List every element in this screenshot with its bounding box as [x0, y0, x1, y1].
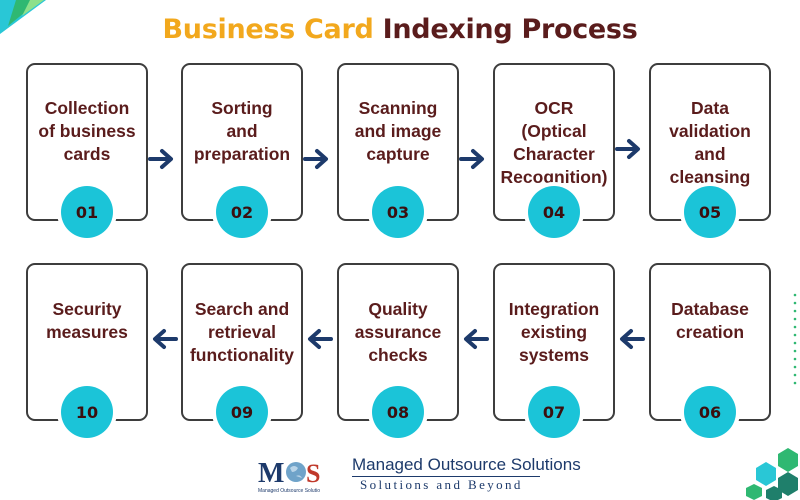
dots-decoration	[790, 290, 800, 410]
step-card-09: Search and retrieval functionality 09	[181, 263, 303, 421]
step-card-10: Security measures 10	[26, 263, 148, 421]
footer-brand: M S Managed Outsource Solutions Managed …	[256, 452, 556, 494]
arrow-right-icon	[303, 147, 333, 171]
step-label: Sorting and preparation	[183, 97, 301, 166]
step-number-badge: 01	[61, 186, 113, 238]
step-number-badge: 09	[216, 386, 268, 438]
arrow-left-icon	[148, 327, 178, 351]
arrow-right-icon	[459, 147, 489, 171]
step-label: Data validation and cleansing	[651, 97, 769, 189]
step-number-badge: 08	[372, 386, 424, 438]
title-part-1: Business Card	[163, 14, 374, 45]
step-card-05: Data validation and cleansing 05	[649, 63, 771, 221]
step-label: Integration existing systems	[495, 298, 613, 367]
step-number-badge: 05	[684, 186, 736, 238]
arrow-left-icon	[615, 327, 645, 351]
step-label: Quality assurance checks	[339, 298, 457, 367]
step-card-06: Database creation 06	[649, 263, 771, 421]
step-label: Scanning and image capture	[339, 97, 457, 166]
step-card-03: Scanning and image capture 03	[337, 63, 459, 221]
step-card-01: Collection of business cards 01	[26, 63, 148, 221]
step-number-badge: 07	[528, 386, 580, 438]
step-label: Database creation	[651, 298, 769, 344]
step-label: Collection of business cards	[28, 97, 146, 166]
step-number-badge: 04	[528, 186, 580, 238]
step-number-badge: 03	[372, 186, 424, 238]
step-label: Security measures	[28, 298, 146, 344]
step-label: Search and retrieval functionality	[183, 298, 301, 367]
arrow-right-icon	[148, 147, 178, 171]
svg-text:Managed Outsource Solutions: Managed Outsource Solutions	[258, 488, 320, 494]
mos-logo: M S Managed Outsource Solutions	[256, 452, 320, 494]
step-number-badge: 10	[61, 386, 113, 438]
svg-text:S: S	[306, 459, 320, 488]
page-title: Business Card Indexing Process	[0, 14, 800, 45]
company-name: Managed Outsource Solutions	[352, 455, 581, 475]
arrow-left-icon	[459, 327, 489, 351]
step-number-badge: 06	[684, 386, 736, 438]
bottom-right-decoration	[740, 440, 800, 500]
step-card-07: Integration existing systems 07	[493, 263, 615, 421]
step-card-04: OCR (Optical Character Recognition) 04	[493, 63, 615, 221]
arrow-left-icon	[303, 327, 333, 351]
tagline: Solutions and Beyond	[360, 477, 523, 493]
step-label: OCR (Optical Character Recognition)	[495, 97, 613, 189]
arrow-right-icon	[615, 137, 645, 161]
step-card-08: Quality assurance checks 08	[337, 263, 459, 421]
svg-text:M: M	[258, 458, 284, 489]
title-part-2: Indexing Process	[383, 14, 638, 45]
step-card-02: Sorting and preparation 02	[181, 63, 303, 221]
step-number-badge: 02	[216, 186, 268, 238]
